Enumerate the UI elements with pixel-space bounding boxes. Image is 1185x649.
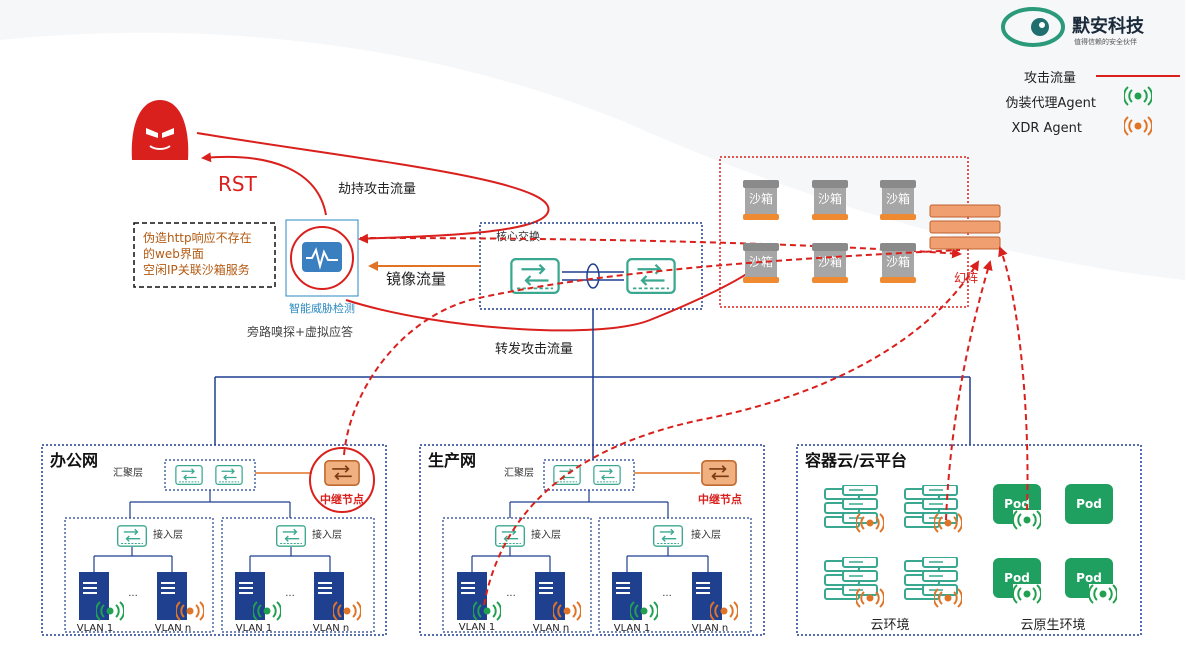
legend-decoy-label: 伪装代理Agent <box>1006 96 1096 111</box>
sandbox-label: 沙箱 <box>818 191 842 206</box>
cloud-server-icon <box>904 557 958 600</box>
callout-line-1: 伪造http响应不存在 <box>143 230 252 245</box>
cloud-server-icon <box>824 557 878 600</box>
native-env-label: 云原生环境 <box>1020 618 1085 633</box>
pod-label: Pod <box>1076 571 1102 585</box>
production-server-icon <box>612 572 642 620</box>
pulse-monitor-icon <box>306 247 338 270</box>
office-agg-switch-icon <box>175 465 203 485</box>
pod-label: Pod <box>1004 571 1030 585</box>
production-agg-switch-icon <box>593 465 621 485</box>
office-agg-switch-icon <box>215 465 243 485</box>
production-vlan-1: VLAN 1 <box>614 623 651 634</box>
office-relay-icon <box>324 460 360 486</box>
hijack-arrow <box>196 132 550 244</box>
mirror-label: 镜像流量 <box>386 270 446 288</box>
forward-label: 转发攻击流量 <box>495 341 573 357</box>
production-access-label: 接入层 <box>691 528 721 541</box>
brand-name: 默安科技 <box>1072 15 1145 37</box>
callout-line-3: 空闲IP关联沙箱服务 <box>143 262 250 277</box>
office-vlan-n: VLAN n <box>313 623 349 634</box>
cloud-env-label: 云环境 <box>870 618 909 633</box>
sandbox-label: 沙箱 <box>886 191 910 206</box>
office-dots: ... <box>285 588 295 599</box>
core-switch-label: 核心交换 <box>496 229 540 243</box>
office-dots: ... <box>128 588 138 599</box>
ndr-to-matrix-dashed <box>359 237 962 259</box>
pod-label: Pod <box>1076 497 1102 511</box>
production-vlan-1: VLAN 1 <box>459 622 496 633</box>
rst-arrow <box>201 152 327 216</box>
sandbox-label: 沙箱 <box>886 254 910 269</box>
sandbox-label: 沙箱 <box>749 191 773 206</box>
production-vlan-n: VLAN n <box>692 623 728 634</box>
office-vlan-1: VLAN 1 <box>77 623 114 634</box>
threat-detection-device <box>285 219 359 297</box>
legend-attack-label: 攻击流量 <box>1024 71 1076 86</box>
cloud-platform: 容器云/云平台 Pod Pod Pod Pod 云环境 云原生环境 <box>796 444 1142 636</box>
production-relay-label: 中继节点 <box>698 492 742 506</box>
production-relay-icon <box>701 460 737 486</box>
hijack-label: 劫持攻击流量 <box>338 182 416 197</box>
office-access-switch-icon <box>117 525 147 547</box>
office-network: 办公网 汇聚层 中继节点 接入层 接入层 ... ... VLAN 1 VLAN… <box>41 444 387 636</box>
backbone-lines <box>214 309 971 460</box>
office-vlan-1: VLAN 1 <box>236 623 273 634</box>
office-access-label: 接入层 <box>153 528 183 541</box>
production-dots: ... <box>506 588 516 599</box>
link-aggregation-icon <box>586 263 600 289</box>
office-access-label: 接入层 <box>312 528 342 541</box>
pod-icon <box>1065 484 1113 524</box>
hacker-icon <box>131 100 189 160</box>
office-title: 办公网 <box>50 451 98 470</box>
eye-logo-icon <box>1001 7 1065 47</box>
sandbox-grid: 沙箱 沙箱 沙箱 沙箱 沙箱 沙箱 <box>743 180 916 283</box>
office-access-switch-icon <box>276 525 306 547</box>
phantom-matrix-icon <box>929 204 1001 250</box>
cloud-title: 容器云/云平台 <box>804 451 907 470</box>
office-agg-label: 汇聚层 <box>113 466 143 479</box>
legend: 攻击流量 伪装代理Agent XDR Agent <box>1006 71 1180 136</box>
production-title: 生产网 <box>428 451 476 470</box>
production-vlan-n: VLAN n <box>533 623 569 634</box>
forward-arrow <box>345 266 757 332</box>
decoy-dashed-paths <box>343 246 1029 606</box>
production-network: 生产网 汇聚层 中继节点 接入层 接入层 ... ... VLAN 1 VLAN… <box>419 444 765 636</box>
office-relay-label: 中继节点 <box>320 492 364 506</box>
core-switch-1-icon <box>510 258 560 294</box>
core-switch-2-icon <box>626 258 676 294</box>
office-server-icon <box>235 572 265 620</box>
production-server-icon <box>535 572 565 620</box>
production-dots: ... <box>662 588 672 599</box>
production-server-icon <box>457 572 487 620</box>
brand-logo: 默安科技 值得信赖的安全伙伴 <box>1001 7 1145 47</box>
callout-line-2: 的web界面 <box>143 246 204 261</box>
production-access-switch-icon <box>653 525 683 547</box>
ndr-label: 智能威胁检测 <box>289 301 355 315</box>
callout-box <box>133 222 276 288</box>
production-server-icon <box>692 572 722 620</box>
production-agg-switch-icon <box>553 465 581 485</box>
legend-xdr-label: XDR Agent <box>1011 121 1082 136</box>
production-agg-label: 汇聚层 <box>504 466 534 479</box>
pod-label: Pod <box>1004 497 1030 511</box>
rst-label: RST <box>218 172 258 196</box>
sandbox-area <box>719 156 969 308</box>
office-vlan-n: VLAN n <box>155 623 191 634</box>
bypass-label: 旁路嗅探+虚拟应答 <box>247 324 353 339</box>
brand-slogan: 值得信赖的安全伙伴 <box>1074 37 1137 46</box>
production-access-label: 接入层 <box>531 528 561 541</box>
office-server-icon <box>79 572 109 620</box>
